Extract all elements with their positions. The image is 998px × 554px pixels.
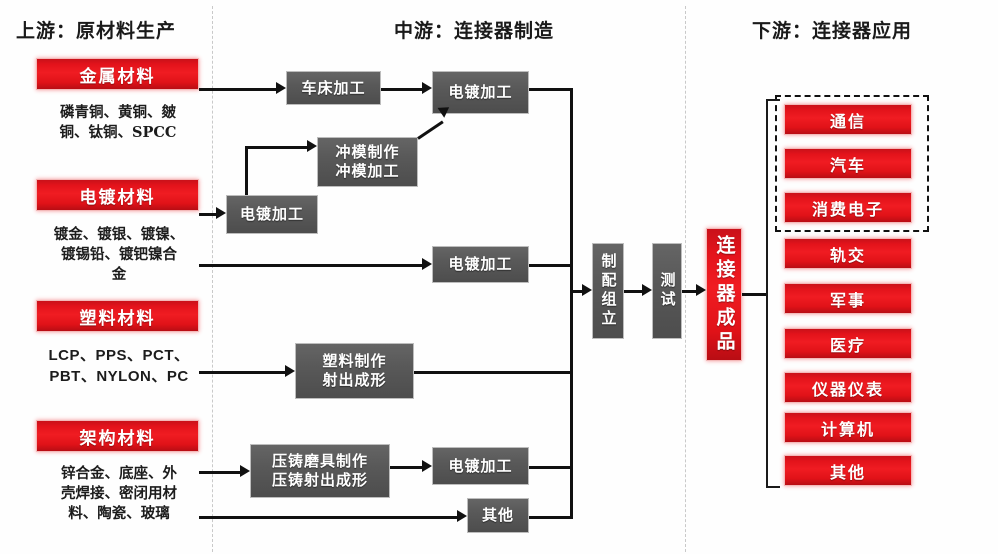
process-diecasting-line2: 压铸射出成形 [271,471,368,489]
process-stamping-line2: 冲模加工 [335,162,400,180]
application-computer[interactable]: 计算机 [784,412,912,443]
merge-feed-plating-top [529,88,573,91]
arrow-test-to-product [696,284,706,296]
material-detail-structure-line1: 锌合金、底座、外 [61,465,177,482]
arrow-structure-to-other [457,510,467,522]
section-title-midstream: 中游：连接器制造 [394,20,555,42]
material-detail-plating-line1: 镀金、镀银、镀镍、 [53,226,185,243]
application-other[interactable]: 其他 [784,455,912,486]
application-rail-transit[interactable]: 轨交 [784,238,912,269]
arrow-plastic-to-molding [285,365,295,377]
connector-metal-to-lathe [199,88,276,91]
material-detail-plating: 镀金、镀银、镀镍、 镀锡铅、镀钯镍合 金 [24,220,214,290]
arrow-plating-material-to-process [216,207,226,219]
material-detail-plastic: LCP、PPS、PCT、 PBT、NYLON、PC [24,343,214,391]
connector-structure-to-other [199,516,457,519]
process-lathe[interactable]: 车床加工 [286,71,381,105]
material-detail-structure-line2: 壳焊接、密闭用材 [61,485,177,502]
arrow-structure-to-diecasting [240,465,250,477]
arrow-plating-detail-to-plating-middle [422,258,432,270]
arrow-assembly-to-test [642,284,652,296]
material-header-structure[interactable]: 架构材料 [36,420,199,452]
connector-diecasting-to-plating-bottom [390,466,422,469]
divider-midstream-downstream [685,6,686,552]
product-finished-connector[interactable]: 连接器成品 [706,228,742,361]
application-instruments[interactable]: 仪器仪表 [784,372,912,403]
application-highlight-group [775,95,929,232]
material-detail-plastic-line1: LCP、PPS、PCT、 [48,347,190,365]
connector-assembly-to-test [624,290,642,293]
connector-bus-to-assembly [570,290,582,293]
material-detail-structure: 锌合金、底座、外 壳焊接、密闭用材 料、陶瓷、玻璃 [24,459,214,529]
application-military[interactable]: 军事 [784,283,912,314]
material-detail-plating-line2: 镀锡铅、镀钯镍合 [61,246,177,263]
material-detail-plastic-line2: PBT、NYLON、PC [49,368,189,385]
process-diecasting-line1: 压铸磨具制作 [271,452,368,471]
material-detail-plating-line3: 金 [111,266,127,283]
connector-test-to-product [682,290,696,293]
connector-plating-detail-to-plating-middle [199,264,422,267]
process-stamping-line1: 冲模制作 [335,143,400,162]
application-medical[interactable]: 医疗 [784,328,912,359]
process-plastic-molding[interactable]: 塑料制作 射出成形 [295,343,414,399]
section-title-downstream: 下游：连接器应用 [752,20,913,42]
process-plastic-molding-line1: 塑料制作 [322,352,387,371]
process-stamping[interactable]: 冲模制作 冲模加工 [317,137,418,187]
material-header-plastic[interactable]: 塑料材料 [36,300,199,332]
connector-plastic-to-molding [199,371,285,374]
material-detail-metal-line2: 铜、钛铜、SPCC [59,124,177,141]
arrow-plating-left-to-stamping [307,140,317,152]
process-plastic-molding-line2: 射出成形 [322,371,387,389]
arrow-lathe-to-plating [422,82,432,94]
arrow-diecasting-to-plating-bottom [422,460,432,472]
process-plating-middle[interactable]: 电镀加工 [432,246,529,283]
merge-feed-plastic-molding [414,371,573,374]
application-communication[interactable]: 通信 [784,104,912,135]
connector-structure-to-diecasting [199,471,240,474]
material-detail-metal: 磷青铜、黄铜、皴 铜、钛铜、SPCC [28,99,208,147]
material-detail-structure-line3: 料、陶瓷、玻璃 [68,505,170,522]
merge-feed-other [529,516,573,519]
process-other[interactable]: 其他 [467,498,529,533]
merge-bus-vertical [570,88,573,516]
divider-upstream-midstream [212,6,213,552]
process-plating-left[interactable]: 电镀加工 [226,195,318,234]
application-automotive[interactable]: 汽车 [784,148,912,179]
connector-lathe-to-plating [381,88,422,91]
arrow-bus-to-assembly [582,284,592,296]
arrow-metal-to-lathe [276,82,286,94]
process-plating-top[interactable]: 电镀加工 [432,71,529,114]
material-header-plating[interactable]: 电镀材料 [36,179,199,211]
connector-plating-left-riser [245,146,248,195]
process-plating-bottom[interactable]: 电镀加工 [432,447,529,485]
connector-product-to-bracket [742,293,766,296]
application-consumer-electronics[interactable]: 消费电子 [784,192,912,223]
merge-feed-plating-middle [529,264,573,267]
merge-feed-plating-bottom [529,466,573,469]
process-test[interactable]: 测试 [652,243,682,339]
material-header-metal[interactable]: 金属材料 [36,58,199,90]
connector-stamping-to-plating-top [417,120,444,140]
connector-plating-left-to-stamping [245,146,307,149]
process-assembly[interactable]: 制配组立 [592,243,624,339]
applications-bracket [766,99,780,488]
connector-plating-material-to-process [199,213,216,216]
material-detail-metal-line1: 磷青铜、黄铜、皴 [60,104,176,121]
section-title-upstream: 上游：原材料生产 [16,20,177,42]
process-diecasting[interactable]: 压铸磨具制作 压铸射出成形 [250,444,390,498]
